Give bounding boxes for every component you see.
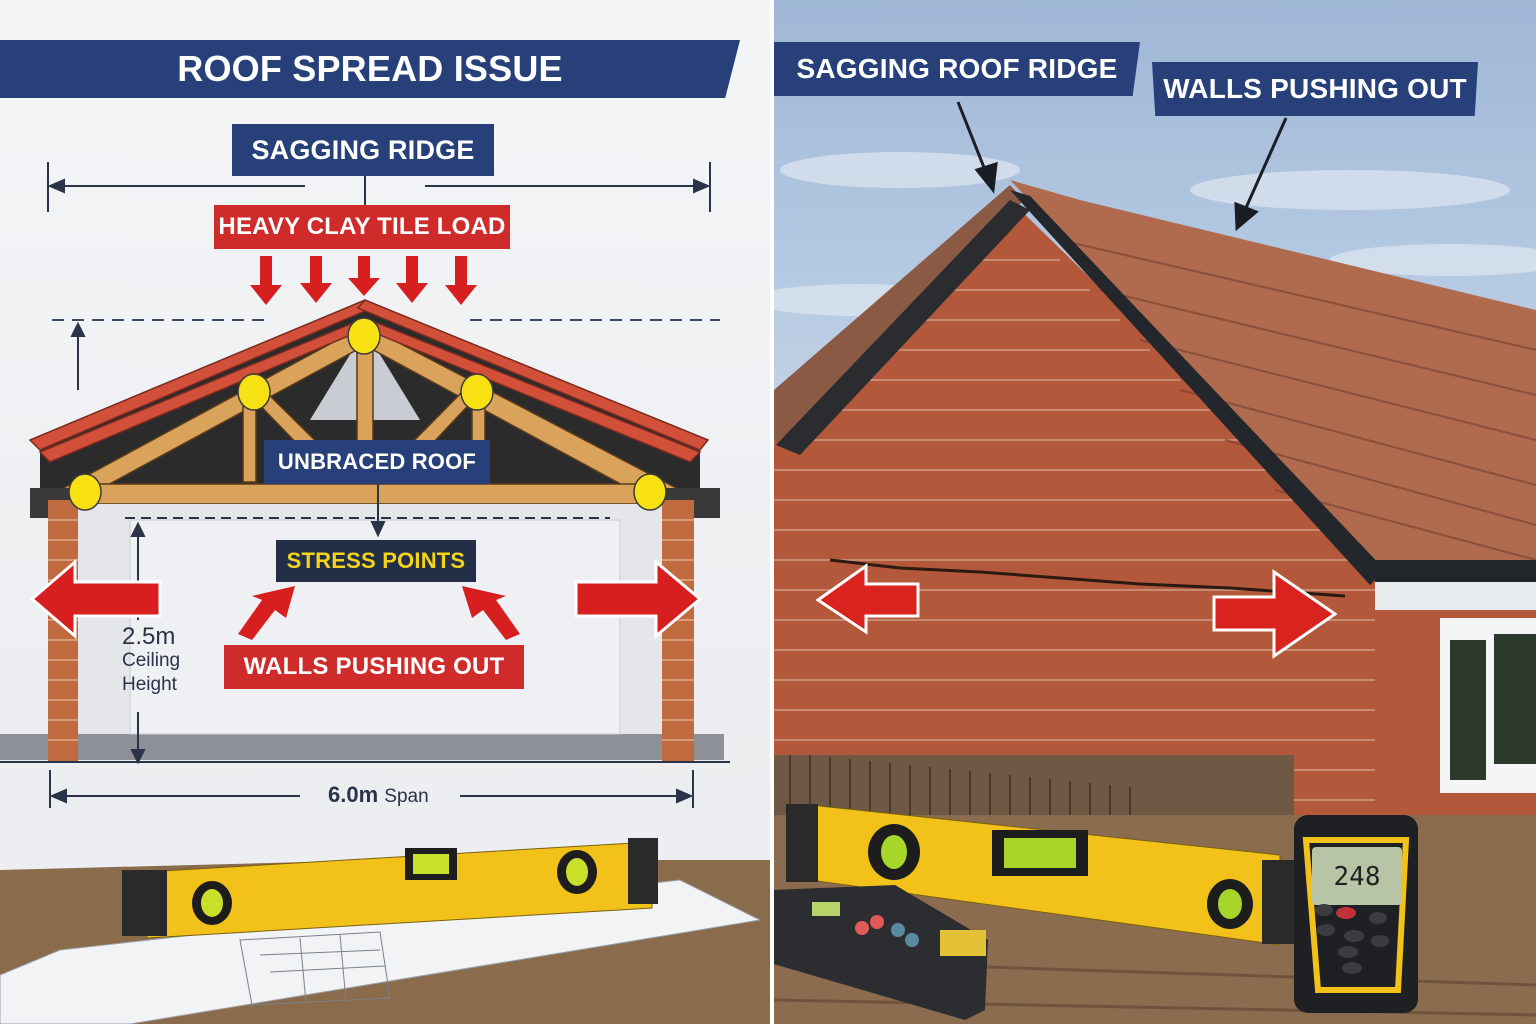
window-pane-right <box>1494 634 1536 764</box>
top-span-dimension <box>47 162 711 212</box>
laser-detector-device <box>774 885 988 1020</box>
spirit-level-left <box>122 838 658 939</box>
house-photo-illustration <box>774 101 1536 1024</box>
title-banner: ROOF SPREAD ISSUE <box>0 40 740 98</box>
left-barge-board <box>776 200 1030 455</box>
photo-walls-pushing-out-label: WALLS PUSHING OUT <box>1152 62 1478 116</box>
laser-meter-display: 248 <box>1318 853 1396 901</box>
blueprint-lines <box>239 931 391 1006</box>
house-photo-panel <box>774 0 1536 1024</box>
span-label: Span <box>384 786 429 807</box>
timber-trusses <box>58 324 682 505</box>
clay-tile-roof <box>1010 180 1536 590</box>
wall-push-arrows <box>29 558 703 640</box>
ceiling-height-value: 2.5m <box>122 623 176 650</box>
unbraced-roof-label: UNBRACED ROOF <box>264 440 490 484</box>
annotation-pointer-arrows <box>956 101 1288 232</box>
roof-height-arrow <box>70 321 86 390</box>
span-dimension: 6.0m Span <box>318 782 439 808</box>
stress-curved-arrows <box>238 586 520 640</box>
roof-tile-rows <box>1059 239 1536 561</box>
load-arrows <box>250 256 477 305</box>
ceiling-label-line1: Ceiling <box>122 650 181 671</box>
gutter <box>1375 560 1536 582</box>
bottom-span-dimension <box>49 770 694 808</box>
room-floor <box>78 734 662 760</box>
blueprint-sheet <box>0 879 762 1024</box>
span-value: 6.0m <box>328 782 379 807</box>
panel-divider <box>770 0 774 1024</box>
clay-roof-tiles <box>28 299 710 463</box>
ceiling-height-dimension: 2.5m Ceiling Height <box>122 625 180 697</box>
stress-points-label: STRESS POINTS <box>276 540 476 582</box>
sagging-ridge-label: SAGGING RIDGE <box>232 124 494 176</box>
fascia <box>1375 582 1536 610</box>
spirit-level-right <box>786 804 1300 946</box>
ceiling-label-line2: Height <box>122 674 177 695</box>
sagging-roof-ridge-label: SAGGING ROOF RIDGE <box>774 42 1140 96</box>
roof-diagram-panel: ROOF SPREAD ISSUE SAGGING RIDGE HEAVY CL… <box>0 0 770 1024</box>
unbraced-pointer-arrow <box>370 484 386 538</box>
window-pane-left <box>1450 640 1486 780</box>
wooden-fence <box>774 755 1294 815</box>
heavy-clay-tile-load-label: HEAVY CLAY TILE LOAD <box>214 205 510 249</box>
wall-crack <box>829 558 1346 598</box>
laser-distance-meter <box>1294 815 1418 1013</box>
stress-point-markers <box>68 317 667 511</box>
right-barge-board <box>1010 190 1385 585</box>
walls-pushing-out-label: WALLS PUSHING OUT <box>224 645 524 689</box>
photo-wall-push-arrows <box>815 563 1338 659</box>
